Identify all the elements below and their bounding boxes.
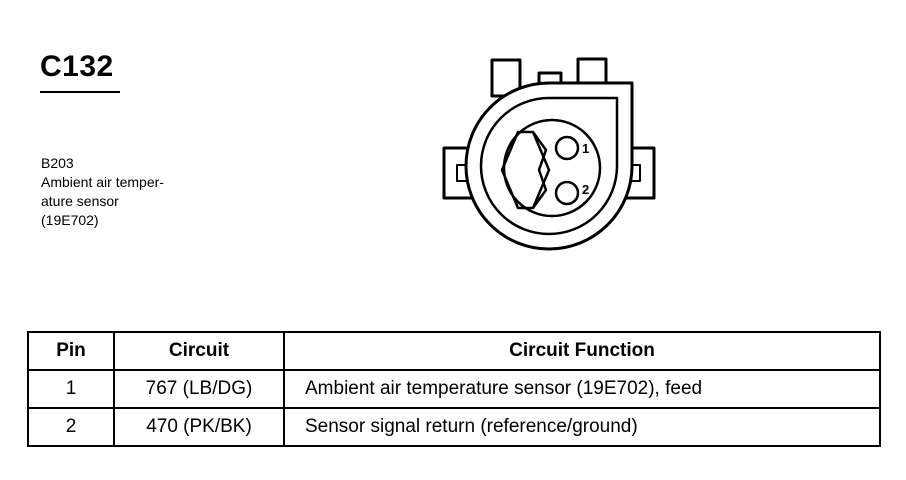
description-line-2: Ambient air temper- <box>41 174 164 190</box>
header-circuit-function: Circuit Function <box>283 331 881 371</box>
pin-2-label: 2 <box>582 182 589 197</box>
title-underline <box>40 91 120 93</box>
description-line-1: B203 <box>41 155 74 171</box>
cell-pin: 1 <box>27 369 115 409</box>
cell-function: Ambient air temperature sensor (19E702),… <box>283 369 881 409</box>
connector-face-diagram: 1 2 <box>442 57 656 251</box>
table-header-row: Pin Circuit Circuit Function <box>27 331 881 371</box>
header-circuit: Circuit <box>113 331 285 371</box>
cell-function: Sensor signal return (reference/ground) <box>283 407 881 447</box>
pin-1-label: 1 <box>582 141 589 156</box>
description-line-4: (19E702) <box>41 212 99 228</box>
pin-2-terminal <box>554 180 580 206</box>
description-line-3: ature sensor <box>41 193 119 209</box>
connector-description: B203 Ambient air temper- ature sensor (1… <box>41 154 164 230</box>
cell-circuit: 767 (LB/DG) <box>113 369 285 409</box>
cell-pin: 2 <box>27 407 115 447</box>
key-chevron-inner <box>531 131 548 209</box>
table-row: 2 470 (PK/BK) Sensor signal return (refe… <box>27 407 881 447</box>
connector-housing-inner <box>479 96 619 236</box>
header-pin: Pin <box>27 331 115 371</box>
cell-circuit: 470 (PK/BK) <box>113 407 285 447</box>
connector-title: C132 <box>40 50 114 83</box>
pin-1-terminal <box>554 135 580 161</box>
table-row: 1 767 (LB/DG) Ambient air temperature se… <box>27 369 881 409</box>
pin-table: Pin Circuit Circuit Function 1 767 (LB/D… <box>27 331 881 447</box>
